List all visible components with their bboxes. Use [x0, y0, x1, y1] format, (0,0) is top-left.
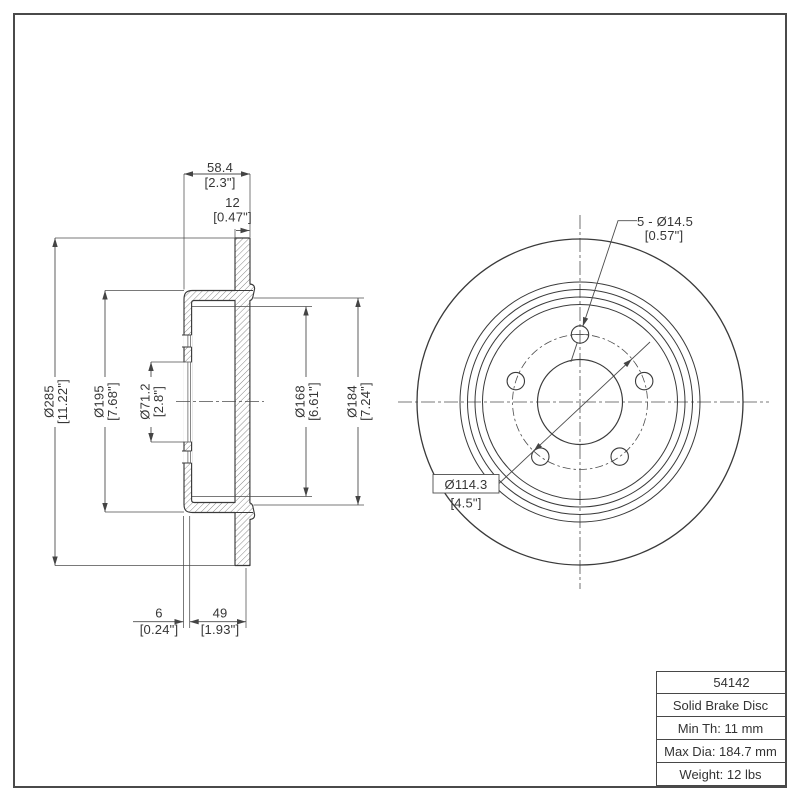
section-view: 58.4 [2.3"] 12 [0.47"] 6 [0.24"] 49 [1.9…	[42, 160, 374, 637]
dimension-lines	[52, 171, 361, 625]
disc-circles	[416, 238, 744, 566]
outer-edge-circle	[416, 238, 744, 566]
dim-bolt-holes-in: [0.57"]	[645, 228, 684, 243]
dim-drum-dia-in: [7.24"]	[358, 382, 373, 421]
dim-bolt-holes-mm: 5 - Ø14.5	[637, 214, 693, 229]
title-block-max-diameter: Max Dia: 184.7 mm	[656, 739, 785, 762]
title-block-part-number: 54142	[713, 674, 750, 690]
dim-bolt-circle-mm: Ø114.3	[445, 477, 488, 492]
dim-drum-dia-mm: Ø184	[345, 385, 360, 418]
dim-disc-thickness-in: [0.47"]	[213, 210, 252, 225]
dim-outer-dia-in: [11.22"]	[55, 379, 70, 424]
hat-face-openings	[182, 334, 193, 464]
dim-hat-depth-mm: 49	[213, 606, 228, 621]
dim-outer-dia-mm: Ø285	[42, 385, 57, 418]
front-view: Ø114.3 [4.5"] 5 - Ø14.5 [0.57"]	[398, 214, 769, 589]
dim-overall-width-in: [2.3"]	[204, 175, 235, 190]
bolt-circle-dimension	[498, 341, 651, 484]
flange-circle	[467, 289, 693, 515]
dim-overall-width-mm: 58.4	[207, 160, 233, 175]
dim-disc-thickness-mm: 12	[225, 195, 240, 210]
drum-outer-circle	[474, 296, 686, 508]
dim-face-thickness-in: [0.24"]	[140, 622, 179, 637]
extension-lines	[55, 174, 364, 628]
far-side-bore-edges	[187, 335, 191, 463]
dim-center-bore-mm: Ø71.2	[138, 383, 153, 419]
dim-flange-dia-mm: Ø195	[92, 385, 107, 418]
bolt-hole-leader	[570, 220, 637, 362]
title-block-weight: Weight: 12 lbs	[656, 762, 785, 785]
dim-hat-depth-in: [1.93"]	[201, 622, 240, 637]
title-block-description: Solid Brake Disc	[656, 693, 785, 716]
bolt-circle-label-box	[432, 474, 500, 494]
flange-face-lines	[235, 290, 253, 513]
dim-face-thickness-mm: 6	[155, 606, 162, 621]
title-block: 54142 Solid Brake Disc Min Th: 11 mm Max…	[655, 670, 786, 786]
dim-flange-dia-in: [7.68"]	[105, 382, 120, 421]
section-body	[183, 237, 256, 567]
front-centerlines	[398, 215, 769, 589]
dim-bolt-circle-in: [4.5"]	[450, 496, 481, 511]
dim-center-bore-in: [2.8"]	[151, 386, 166, 417]
dim-inner-dia-in: [6.61"]	[306, 382, 321, 421]
drum-fillet-circle	[459, 281, 701, 523]
dim-inner-dia-mm: Ø168	[293, 385, 308, 418]
drum-inner-circle	[482, 304, 678, 500]
title-block-min-thickness: Min Th: 11 mm	[656, 716, 785, 739]
